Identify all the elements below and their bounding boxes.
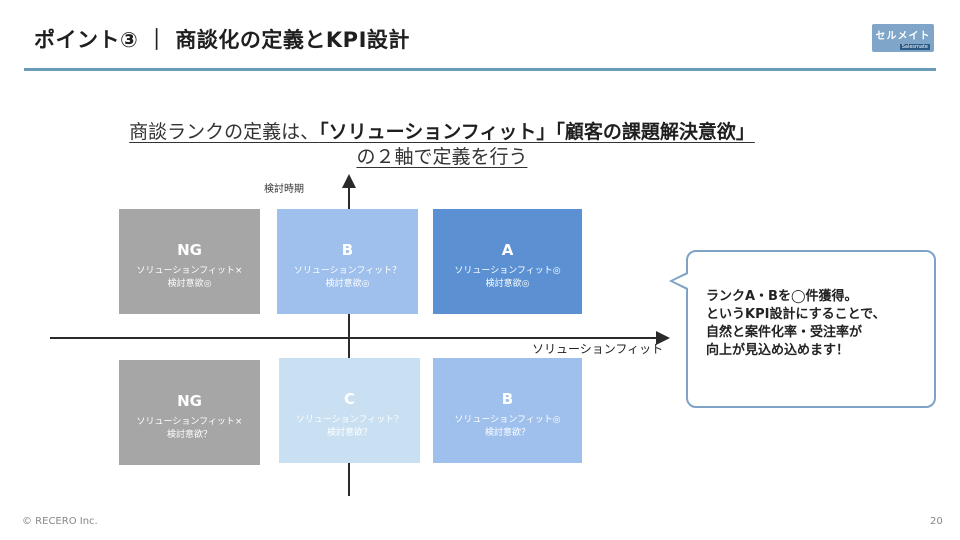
copyright: © RECERO Inc. bbox=[22, 516, 98, 527]
vertical-axis-arrow bbox=[342, 174, 356, 188]
quadrant-b-bottom: B ソリューションフィット◎ 検討意欲？ bbox=[433, 358, 582, 463]
callout-box: ランクA・Bを◯件獲得。 というKPI設計にすることで、 自然と案件化率・受注率… bbox=[686, 250, 936, 408]
subtitle-emphasis: 「ソリューションフィット」「顧客の課題解決意欲」 bbox=[319, 121, 755, 143]
quadrant-rank: B bbox=[501, 390, 514, 408]
quadrant-rank: C bbox=[343, 390, 355, 408]
quadrant-fit: ソリューションフィット× bbox=[136, 266, 243, 276]
quadrant-intent: 検討意欲◎ bbox=[167, 279, 212, 289]
callout-line: 自然と案件化率・受注率が bbox=[706, 325, 863, 340]
quadrant-ng-top: NG ソリューションフィット× 検討意欲◎ bbox=[119, 209, 260, 314]
quadrant-fit: ソリューションフィット◎ bbox=[454, 415, 561, 425]
brand-logo: セルメイト Salesmate bbox=[872, 24, 934, 52]
subtitle-line-2: の２軸で定義を行う bbox=[0, 142, 884, 169]
quadrant-intent: 検討意欲？ bbox=[166, 430, 212, 440]
quadrant-intent: 検討意欲◎ bbox=[325, 279, 370, 289]
quadrant-c-bottom: C ソリューションフィット？ 検討意欲？ bbox=[279, 358, 420, 463]
logo-text: セルメイト bbox=[875, 31, 931, 42]
quadrant-rank: NG bbox=[177, 392, 202, 410]
page-title: ポイント③ ｜ 商談化の定義とKPI設計 bbox=[34, 28, 410, 52]
quadrant-ng-bottom: NG ソリューションフィット× 検討意欲？ bbox=[119, 360, 260, 465]
horizontal-axis-label: ソリューションフィット bbox=[532, 342, 664, 356]
logo-subtext: Salesmate bbox=[899, 44, 930, 50]
quadrant-intent: 検討意欲？ bbox=[484, 428, 530, 438]
horizontal-axis-arrow bbox=[656, 331, 670, 345]
callout-line: ランクA・Bを◯件獲得。 bbox=[706, 289, 858, 304]
callout-line: というKPI設計にすることで、 bbox=[706, 307, 886, 322]
quadrant-b-top: B ソリューションフィット？ 検討意欲◎ bbox=[277, 209, 418, 314]
horizontal-axis bbox=[50, 337, 660, 339]
subtitle-text: 商談ランクの定義は、 bbox=[129, 121, 320, 143]
quadrant-a-top: A ソリューションフィット◎ 検討意欲◎ bbox=[433, 209, 582, 314]
header-divider bbox=[24, 68, 936, 71]
quadrant-intent: 検討意欲◎ bbox=[485, 279, 530, 289]
vertical-axis-label: 検討時期 bbox=[264, 184, 304, 195]
quadrant-fit: ソリューションフィット◎ bbox=[454, 266, 561, 276]
quadrant-fit: ソリューションフィット？ bbox=[293, 266, 402, 276]
quadrant-intent: 検討意欲？ bbox=[326, 428, 372, 438]
quadrant-fit: ソリューションフィット× bbox=[136, 417, 243, 427]
quadrant-fit: ソリューションフィット？ bbox=[295, 415, 404, 425]
subtitle-text-2: の２軸で定義を行う bbox=[356, 146, 528, 168]
callout-tail-fill bbox=[673, 274, 688, 288]
quadrant-rank: NG bbox=[177, 241, 202, 259]
callout-text: ランクA・Bを◯件獲得。 というKPI設計にすることで、 自然と案件化率・受注率… bbox=[706, 288, 886, 360]
quadrant-rank: A bbox=[501, 241, 514, 259]
page-number: 20 bbox=[930, 516, 943, 527]
subtitle-line-1: 商談ランクの定義は、「ソリューションフィット」「顧客の課題解決意欲」 bbox=[0, 117, 884, 144]
callout-line: 向上が見込め込めます！ bbox=[706, 343, 850, 358]
quadrant-rank: B bbox=[341, 241, 354, 259]
